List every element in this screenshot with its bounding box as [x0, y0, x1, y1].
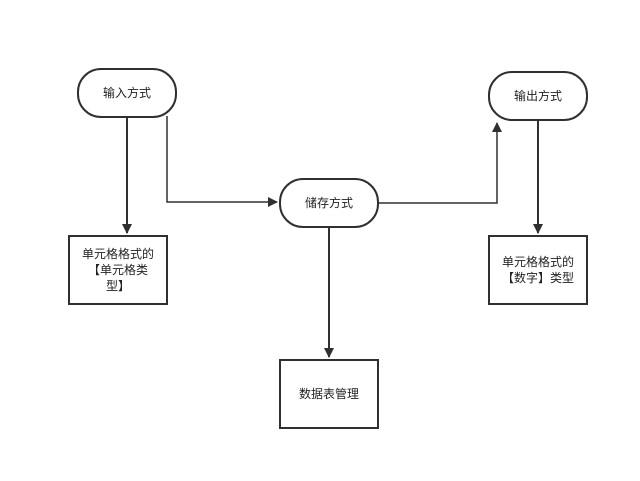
node-label: 单元格格式的 【数字】类型 — [501, 255, 574, 285]
node-output-method[interactable]: 输出方式 — [488, 71, 588, 121]
edge-storage-to-output — [379, 122, 502, 204]
node-storage-method[interactable]: 储存方式 — [279, 178, 379, 228]
edge-input-to-storage — [166, 116, 278, 207]
node-label: 单元格格式的 【单元格类 型】 — [81, 247, 154, 293]
node-label: 数据表管理 — [298, 387, 359, 401]
node-cell-type[interactable]: 单元格格式的 【单元格类 型】 — [68, 235, 168, 305]
node-label: 输出方式 — [513, 89, 562, 103]
node-table-management[interactable]: 数据表管理 — [279, 359, 379, 429]
node-label: 储存方式 — [304, 196, 353, 210]
node-input-method[interactable]: 输入方式 — [77, 68, 177, 118]
node-number-type[interactable]: 单元格格式的 【数字】类型 — [488, 235, 588, 305]
node-label: 输入方式 — [102, 86, 151, 100]
